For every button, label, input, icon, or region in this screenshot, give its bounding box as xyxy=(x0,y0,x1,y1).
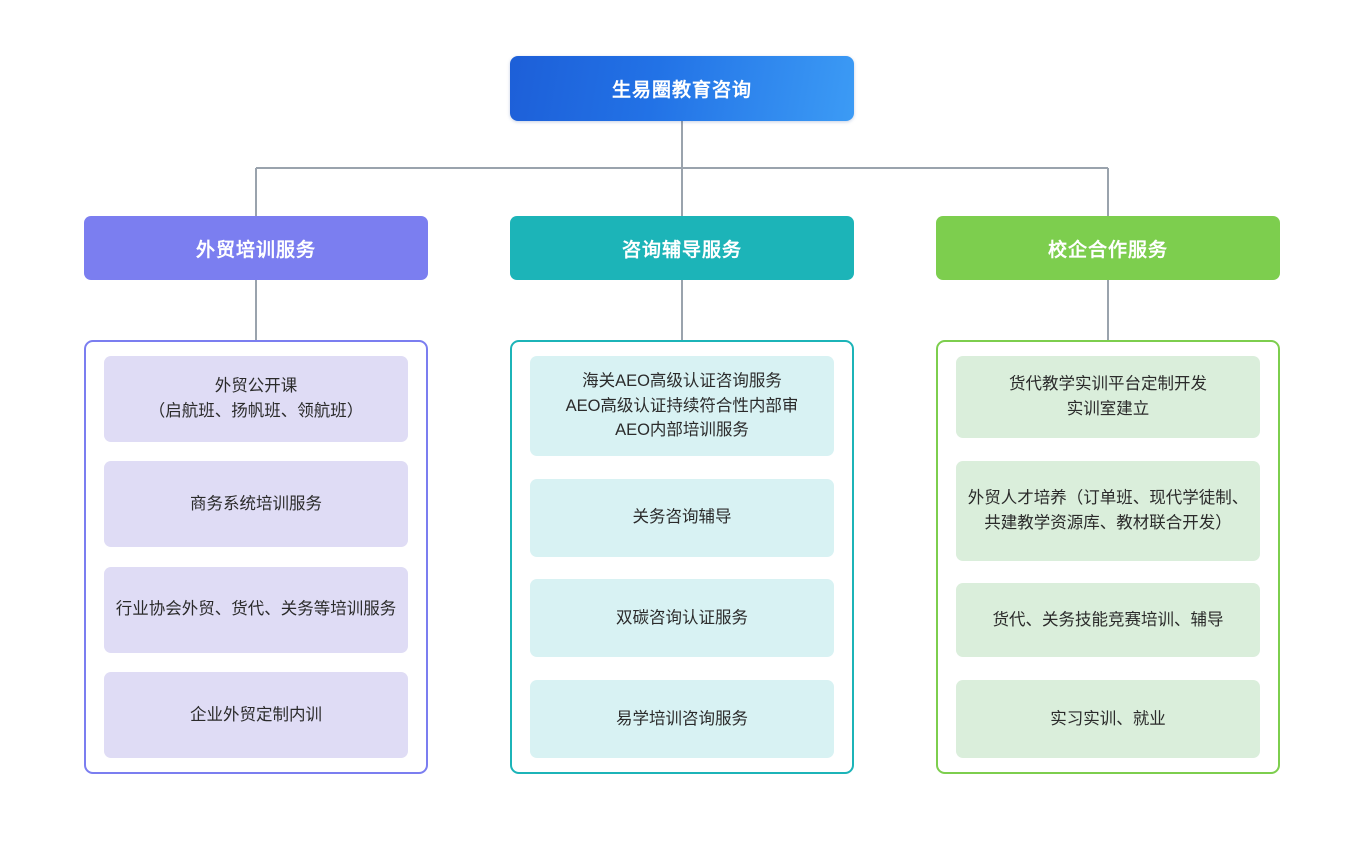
branch-header-1[interactable]: 外贸培训服务 xyxy=(84,216,428,280)
branch-header-label-1: 外贸培训服务 xyxy=(195,239,316,261)
leaf-item[interactable]: 易学培训咨询服务 xyxy=(530,679,834,758)
branch-header-label-2: 咨询辅导服务 xyxy=(621,239,742,261)
leaf-item[interactable]: 货代、关务技能竞赛培训、辅导 xyxy=(956,583,1260,658)
leaf-item[interactable]: 双碳咨询认证服务 xyxy=(530,579,834,658)
branch-header-2[interactable]: 咨询辅导服务 xyxy=(510,216,854,280)
branch-column-1: 外贸培训服务 外贸公开课 （启航班、扬帆班、领航班） 商务系统培训服务 行业协会… xyxy=(84,216,428,774)
branch-body-1: 外贸公开课 （启航班、扬帆班、领航班） 商务系统培训服务 行业协会外贸、货代、关… xyxy=(84,340,428,774)
leaf-item[interactable]: 企业外贸定制内训 xyxy=(104,671,408,758)
branch-header-3[interactable]: 校企合作服务 xyxy=(936,216,1280,280)
root-node[interactable]: 生易圈教育咨询 xyxy=(510,56,854,121)
branch-body-3: 货代教学实训平台定制开发 实训室建立 外贸人才培养（订单班、现代学徒制、共建教学… xyxy=(936,340,1280,774)
branch-column-2: 咨询辅导服务 海关AEO高级认证咨询服务 AEO高级认证持续符合性内部审 AEO… xyxy=(510,216,854,774)
leaf-item[interactable]: 外贸公开课 （启航班、扬帆班、领航班） xyxy=(104,356,408,442)
leaf-item[interactable]: 商务系统培训服务 xyxy=(104,461,408,548)
leaf-item[interactable]: 海关AEO高级认证咨询服务 AEO高级认证持续符合性内部审 AEO内部培训服务 xyxy=(530,356,834,456)
leaf-item[interactable]: 行业协会外贸、货代、关务等培训服务 xyxy=(104,566,408,653)
branch-body-2: 海关AEO高级认证咨询服务 AEO高级认证持续符合性内部审 AEO内部培训服务 … xyxy=(510,340,854,774)
branch-column-3: 校企合作服务 货代教学实训平台定制开发 实训室建立 外贸人才培养（订单班、现代学… xyxy=(936,216,1280,774)
leaf-item[interactable]: 实习实训、就业 xyxy=(956,679,1260,758)
root-node-label: 生易圈教育咨询 xyxy=(611,80,752,101)
leaf-item[interactable]: 关务咨询辅导 xyxy=(530,478,834,557)
branch-header-label-3: 校企合作服务 xyxy=(1047,239,1168,261)
leaf-item[interactable]: 外贸人才培养（订单班、现代学徒制、共建教学资源库、教材联合开发） xyxy=(956,460,1260,561)
leaf-item[interactable]: 货代教学实训平台定制开发 实训室建立 xyxy=(956,356,1260,438)
